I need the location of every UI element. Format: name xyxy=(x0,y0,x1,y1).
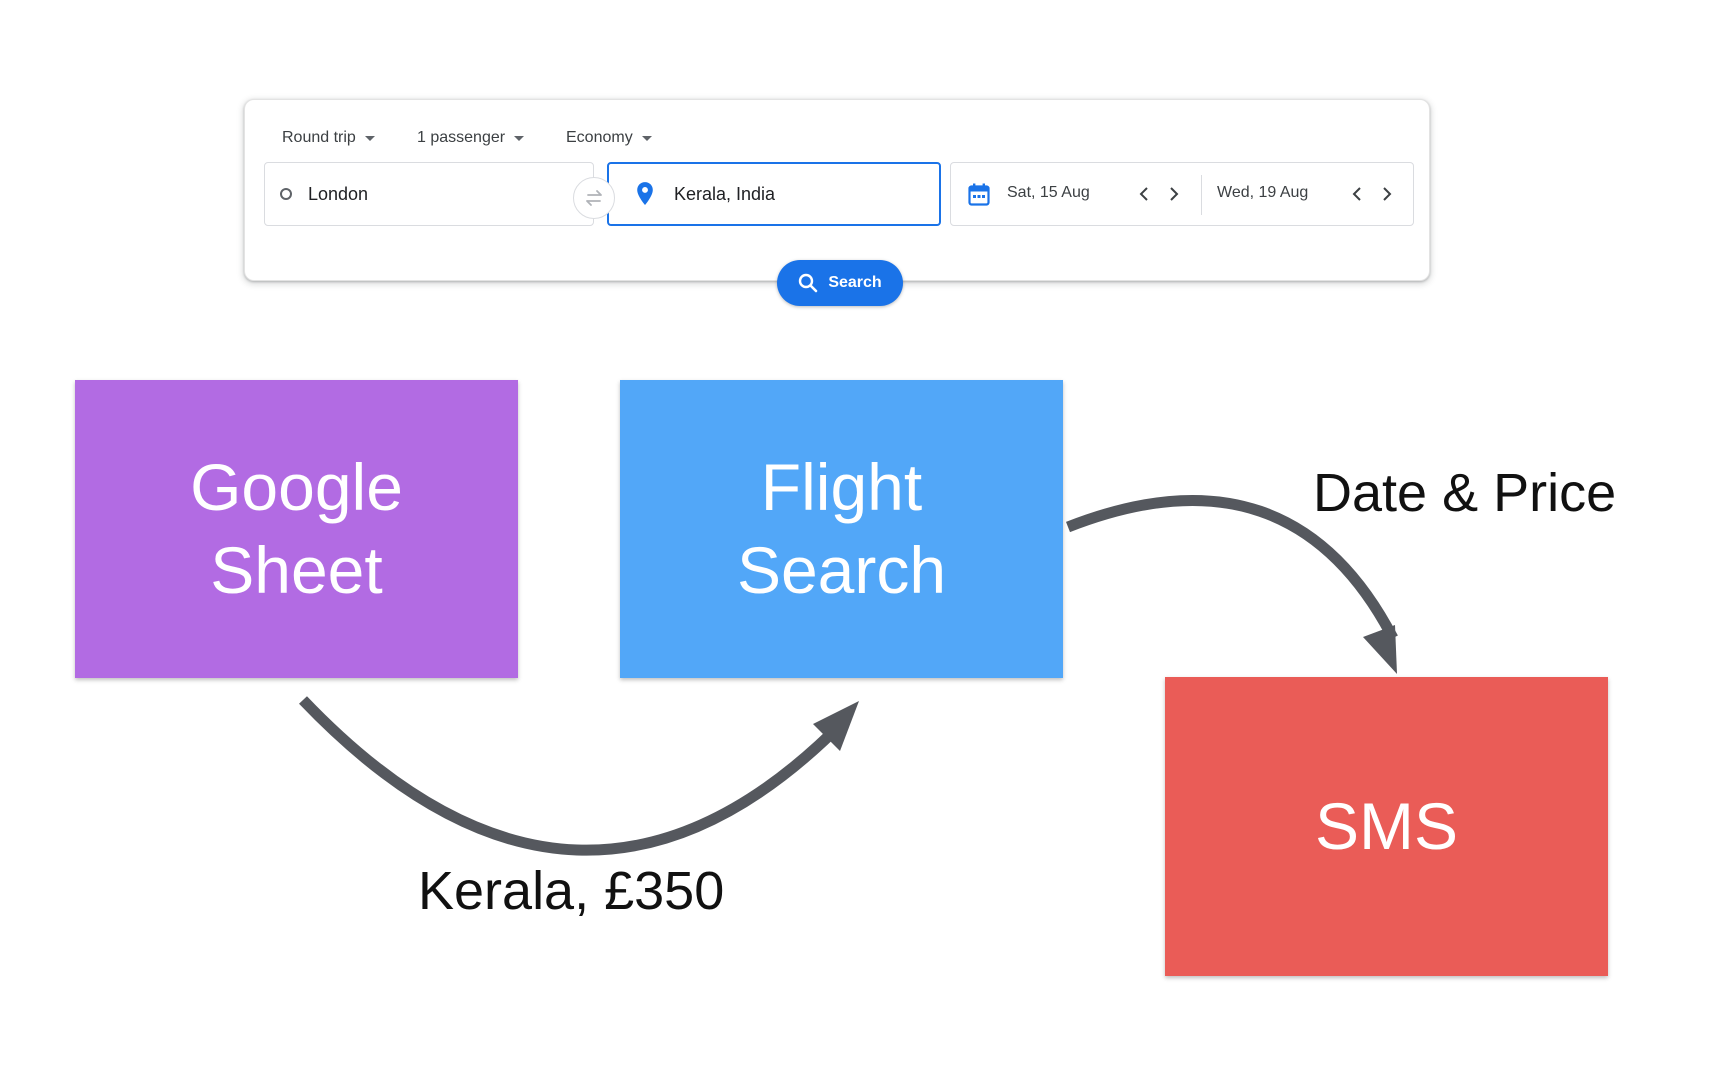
prev-return-date-icon[interactable] xyxy=(1349,185,1367,203)
destination-value: Kerala, India xyxy=(674,183,776,204)
search-button-label: Search xyxy=(828,274,882,291)
cabin-class-label: Economy xyxy=(566,129,633,146)
edge-label-date-price: Date & Price xyxy=(1313,463,1617,523)
flight-search-widget: Round trip 1 passenger Economy London Ke… xyxy=(244,99,1430,306)
calendar-icon xyxy=(968,183,990,206)
search-button[interactable]: Search xyxy=(777,260,903,306)
google-sheet-node: Google Sheet xyxy=(75,380,518,678)
node-label-line: Sheet xyxy=(210,533,383,607)
caret-down-icon xyxy=(514,135,525,141)
date-picker: Sat, 15 Aug Wed, 19 Aug xyxy=(950,162,1414,226)
swap-button[interactable] xyxy=(573,177,615,219)
node-label-line: Google xyxy=(190,449,403,524)
edge-arrow-sheet-to-search xyxy=(299,696,849,856)
arrowhead-icon xyxy=(1363,625,1397,674)
caret-down-icon xyxy=(364,135,375,141)
origin-value: London xyxy=(308,183,369,204)
trip-type-label: Round trip xyxy=(282,129,356,146)
depart-date[interactable]: Sat, 15 Aug xyxy=(1007,184,1090,201)
search-icon xyxy=(799,273,818,293)
passengers-label: 1 passenger xyxy=(417,129,506,146)
next-return-date-icon[interactable] xyxy=(1377,185,1395,203)
prev-depart-date-icon[interactable] xyxy=(1136,185,1154,203)
location-pin-icon xyxy=(637,182,653,205)
cabin-class-dropdown[interactable]: Economy xyxy=(566,126,652,150)
date-divider xyxy=(1201,175,1202,215)
sms-node: SMS xyxy=(1165,677,1608,976)
return-date[interactable]: Wed, 19 Aug xyxy=(1217,184,1309,201)
flight-search-node: Flight Search xyxy=(620,380,1063,678)
node-label-line: Flight xyxy=(760,449,923,524)
edge-arrow-search-to-sms xyxy=(1065,495,1398,641)
next-depart-date-icon[interactable] xyxy=(1164,185,1182,203)
origin-circle-icon xyxy=(280,188,292,200)
arrowhead-icon xyxy=(813,701,859,751)
node-label-line: Search xyxy=(736,533,947,607)
edge-label-kerala-price: Kerala, £350 xyxy=(418,861,725,921)
node-label-line: SMS xyxy=(1314,788,1459,863)
caret-down-icon xyxy=(641,135,652,141)
swap-arrows-icon xyxy=(586,190,602,206)
destination-field[interactable]: Kerala, India xyxy=(607,162,941,226)
passengers-dropdown[interactable]: 1 passenger xyxy=(417,126,525,150)
trip-type-dropdown[interactable]: Round trip xyxy=(282,126,375,150)
